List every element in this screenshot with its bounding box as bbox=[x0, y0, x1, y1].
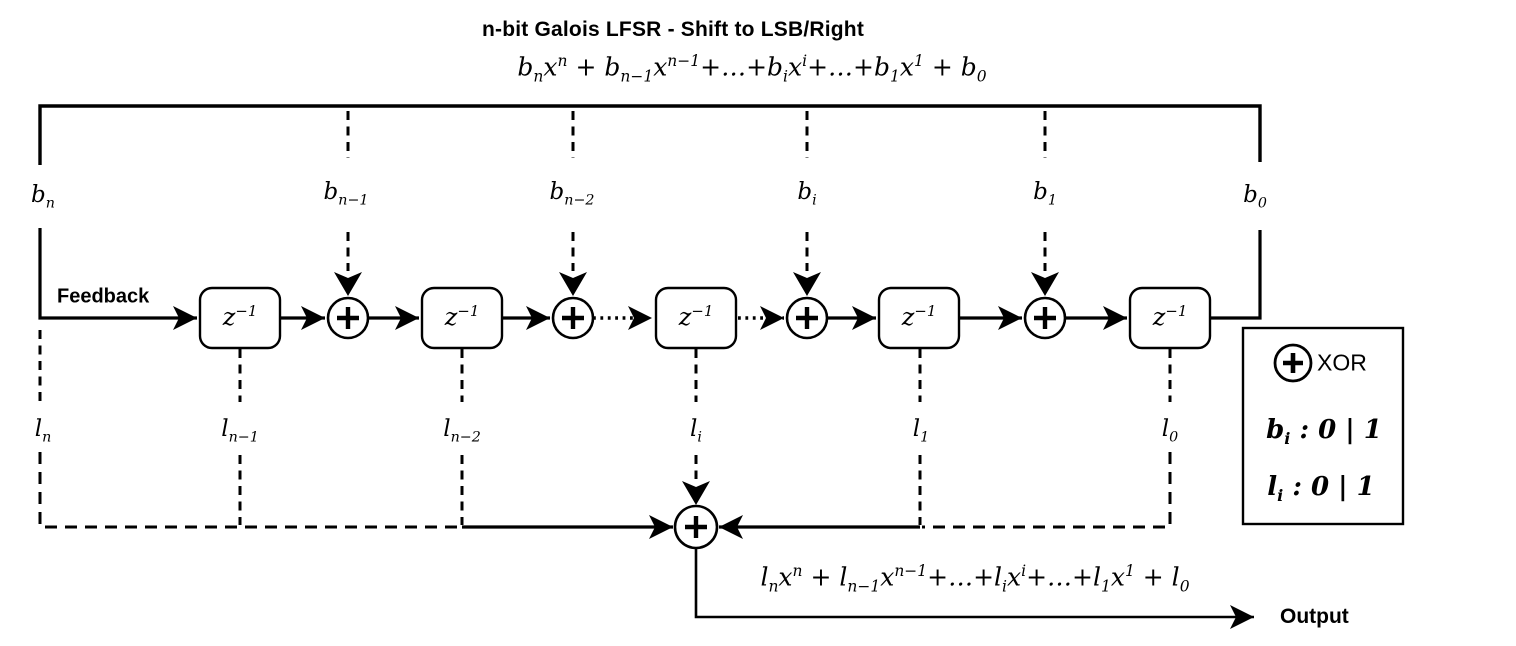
state-label-l-i: li bbox=[690, 416, 702, 446]
register-label-4: z−1 bbox=[901, 302, 937, 331]
register-box-1 bbox=[198, 286, 282, 350]
register-label-1: z−1 bbox=[222, 302, 258, 331]
xor-node-2 bbox=[551, 296, 595, 340]
register-box-2 bbox=[420, 286, 504, 350]
state-label-l-0: l0 bbox=[1161, 416, 1179, 446]
register-label-5: z−1 bbox=[1152, 302, 1188, 331]
legend-xor-icon bbox=[1273, 343, 1313, 383]
feedback-label: Feedback bbox=[57, 285, 150, 308]
input-polynomial: bnxn + bn−1xn−1+…+bixi+…+b1x1 + b0 bbox=[517, 52, 987, 86]
state-li-arrowhead bbox=[682, 481, 710, 505]
tap-label-b-1: b1 bbox=[1033, 179, 1057, 209]
tap-lines bbox=[346, 111, 1047, 271]
tap-label-b-n: bn bbox=[31, 182, 55, 212]
tap-arrowheads bbox=[334, 272, 1059, 296]
tap-label-b-0: b0 bbox=[1243, 182, 1267, 212]
register-box-4 bbox=[877, 286, 961, 350]
tap-label-b-i: bi bbox=[797, 179, 817, 209]
diagram-title: n-bit Galois LFSR - Shift to LSB/Right bbox=[481, 18, 865, 41]
output-polynomial: lnxn + ln−1xn−1+…+lixi+…+l1x1 + l0 bbox=[760, 562, 1190, 596]
register-label-2: z−1 bbox=[444, 302, 480, 331]
state-label-l-n1: ln−1 bbox=[221, 416, 259, 446]
xor-node-3 bbox=[785, 296, 829, 340]
legend-xor-label: XOR bbox=[1317, 349, 1367, 376]
register-box-5 bbox=[1128, 286, 1212, 350]
register-box-3 bbox=[654, 286, 738, 350]
xor-node-4 bbox=[1023, 296, 1067, 340]
state-label-l-1: l1 bbox=[912, 416, 930, 446]
legend-bit-values: bi : 0 | 1 bbox=[1266, 415, 1382, 449]
feedback-loop-line bbox=[38, 104, 1262, 330]
tap-label-b-n2: bn−2 bbox=[549, 179, 595, 209]
tap-label-b-n1: bn−1 bbox=[323, 179, 369, 209]
xor-node-1 bbox=[326, 296, 370, 340]
state-label-l-n: ln bbox=[34, 416, 52, 446]
output-collector bbox=[38, 452, 1172, 539]
output-xor-node bbox=[673, 504, 719, 550]
state-lines bbox=[38, 330, 1172, 525]
state-label-l-n2: ln−2 bbox=[443, 416, 481, 446]
output-label: Output bbox=[1280, 605, 1349, 628]
legend-box bbox=[1241, 326, 1405, 526]
register-label-3: z−1 bbox=[678, 302, 714, 331]
legend-state-values: li : 0 | 1 bbox=[1267, 472, 1375, 506]
output-line bbox=[694, 548, 1254, 629]
